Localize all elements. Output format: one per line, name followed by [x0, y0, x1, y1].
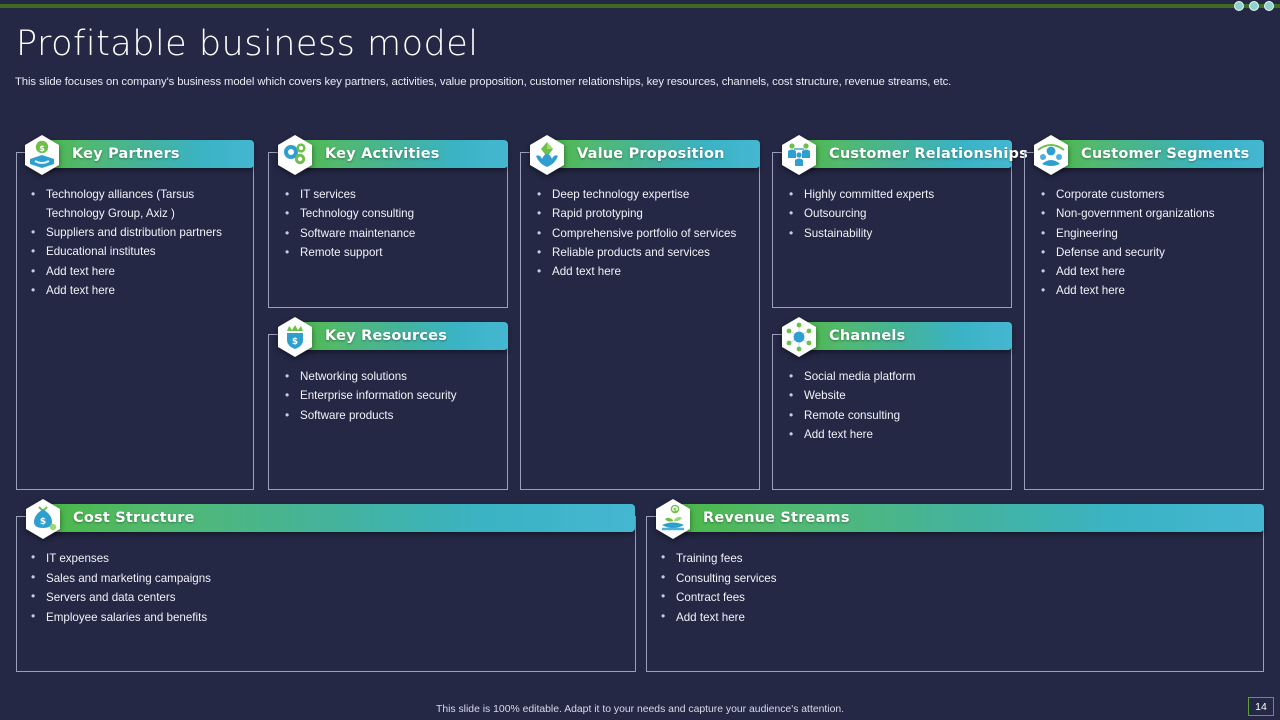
list-item: Remote support — [282, 243, 497, 263]
list-item: Sustainability — [786, 224, 1004, 244]
list-item: Sales and marketing campaigns — [28, 568, 608, 588]
list-value-proposition: Deep technology expertise Rapid prototyp… — [534, 185, 752, 282]
card-title-key-partners: Key Partners — [72, 146, 180, 162]
list-item: Add text here — [28, 281, 238, 301]
list-customer-relationships: Highly committed experts Outsourcing Sus… — [786, 185, 1004, 244]
card-header-key-activities: Key Activities — [299, 140, 508, 168]
list-item: Social media platform — [786, 367, 1004, 387]
list-item: Contract fees — [658, 587, 1238, 607]
list-item: Rapid prototyping — [534, 204, 752, 224]
list-item: Add text here — [534, 262, 752, 282]
list-item: Defense and security — [1038, 243, 1260, 263]
list-customer-segments: Corporate customers Non-government organ… — [1038, 185, 1260, 302]
top-dots-group — [1234, 1, 1274, 11]
list-item: Engineering — [1038, 224, 1260, 244]
list-channels: Social media platform Website Remote con… — [786, 367, 1004, 445]
list-item: Suppliers and distribution partners — [28, 223, 238, 243]
list-item: Corporate customers — [1038, 185, 1260, 205]
page-subtitle: This slide focuses on company's business… — [15, 76, 952, 88]
list-item: Add text here — [786, 425, 1004, 445]
list-item: Add text here — [658, 607, 1238, 627]
dot-icon — [1249, 1, 1259, 11]
hands-diamond-icon — [528, 134, 566, 176]
page-title: Profitable business model — [16, 24, 479, 64]
people-group-icon — [1032, 134, 1070, 176]
list-item: Highly committed experts — [786, 185, 1004, 205]
list-item: Networking solutions — [282, 367, 497, 387]
list-item: Website — [786, 386, 1004, 406]
page-number-badge: 14 — [1248, 697, 1274, 716]
list-item: Reliable products and services — [534, 243, 752, 263]
list-item: Technology consulting — [282, 204, 497, 224]
list-item: Software maintenance — [282, 224, 497, 244]
list-item: Software products — [282, 406, 497, 426]
list-item: Technology alliances (Tarsus Technology … — [28, 185, 238, 224]
list-item: Training fees — [658, 548, 1238, 568]
card-header-key-resources: Key Resources — [299, 322, 508, 350]
gears-icon — [276, 134, 314, 176]
dot-icon — [1234, 1, 1244, 11]
card-header-key-partners: Key Partners — [46, 140, 254, 168]
card-title-key-activities: Key Activities — [325, 146, 440, 162]
hand-plant-money-icon: $ — [654, 498, 692, 540]
dot-icon — [1264, 1, 1274, 11]
list-key-partners: Technology alliances (Tarsus Technology … — [28, 185, 238, 301]
card-header-cost-structure: Cost Structure — [47, 504, 635, 532]
card-title-customer-relationships: Customer Relationships — [829, 146, 1028, 162]
list-item: Remote consulting — [786, 406, 1004, 426]
top-accent-bar — [0, 0, 1280, 11]
card-title-customer-segments: Customer Segments — [1081, 146, 1250, 162]
svg-text:$: $ — [39, 144, 45, 153]
top-rule — [0, 4, 1280, 8]
list-item: Add text here — [1038, 281, 1260, 301]
card-header-customer-segments: Customer Segments — [1055, 140, 1264, 168]
card-title-cost-structure: Cost Structure — [73, 510, 195, 526]
list-item: Consulting services — [658, 568, 1238, 588]
list-item: Comprehensive portfolio of services — [534, 224, 752, 244]
list-item: Outsourcing — [786, 204, 1004, 224]
card-header-revenue-streams: Revenue Streams — [677, 504, 1264, 532]
svg-text:$: $ — [292, 337, 298, 347]
svg-text:$: $ — [673, 507, 677, 514]
list-cost-structure: IT expenses Sales and marketing campaign… — [28, 548, 608, 627]
handshake-money-icon: $ — [23, 134, 61, 176]
svg-text:$: $ — [40, 517, 46, 527]
list-item: Add text here — [28, 262, 238, 282]
card-title-channels: Channels — [829, 328, 906, 344]
list-key-resources: Networking solutions Enterprise informat… — [282, 367, 497, 426]
list-item: Enterprise information security — [282, 386, 497, 406]
list-item: Add text here — [1038, 262, 1260, 282]
card-title-value-proposition: Value Proposition — [577, 146, 725, 162]
list-item: Employee salaries and benefits — [28, 607, 608, 627]
card-header-value-proposition: Value Proposition — [551, 140, 760, 168]
money-bag-icon: $ — [24, 498, 62, 540]
list-item: Deep technology expertise — [534, 185, 752, 205]
list-revenue-streams: Training fees Consulting services Contra… — [658, 548, 1238, 627]
card-title-key-resources: Key Resources — [325, 328, 448, 344]
network-hub-icon — [780, 316, 818, 358]
footer-note: This slide is 100% editable. Adapt it to… — [435, 704, 845, 715]
card-header-customer-relationships: Customer Relationships — [803, 140, 1028, 168]
list-item: Servers and data centers — [28, 587, 608, 607]
crown-shield-icon: $ — [276, 316, 314, 358]
list-item: Non-government organizations — [1038, 204, 1260, 224]
people-network-icon — [780, 134, 818, 176]
list-key-activities: IT services Technology consulting Softwa… — [282, 185, 497, 263]
card-header-channels: Channels — [803, 322, 1012, 350]
list-item: IT services — [282, 185, 497, 205]
card-title-revenue-streams: Revenue Streams — [703, 510, 850, 526]
list-item: IT expenses — [28, 548, 608, 568]
list-item: Educational institutes — [28, 242, 238, 262]
